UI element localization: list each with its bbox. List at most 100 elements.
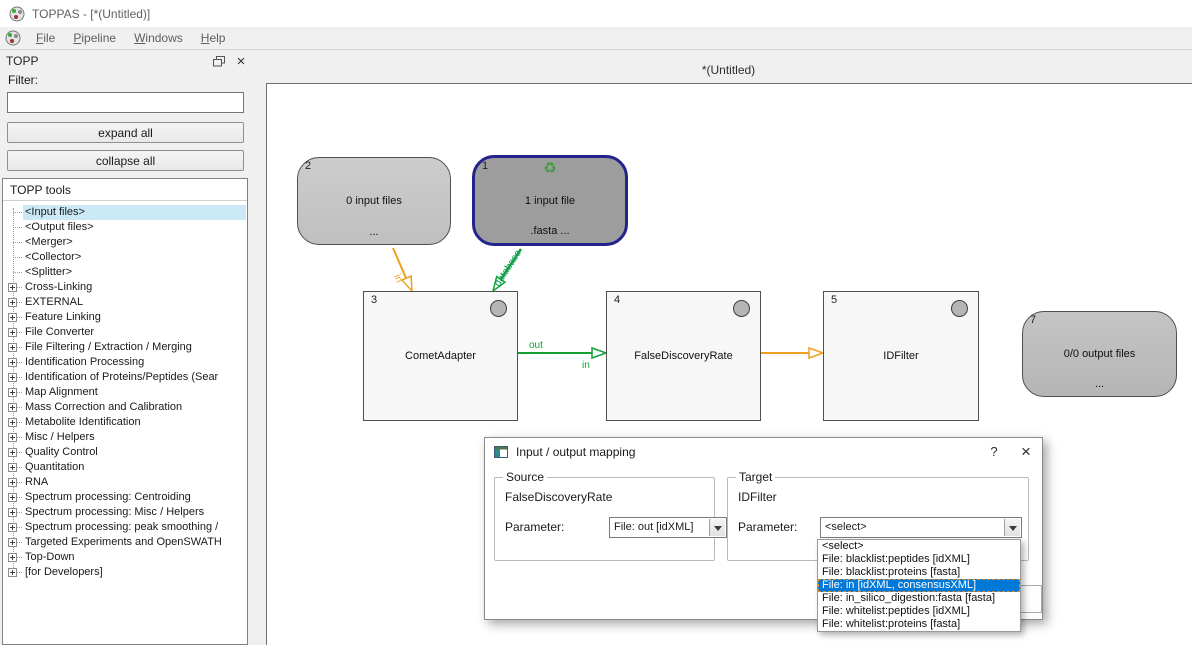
tree-item[interactable]: <Output files> bbox=[3, 220, 247, 235]
node-cometadapter[interactable]: 3 CometAdapter bbox=[363, 291, 518, 421]
close-panel-button[interactable]: × bbox=[236, 52, 246, 70]
node-idfilter[interactable]: 5 IDFilter bbox=[823, 291, 979, 421]
tree-item[interactable]: <Merger> bbox=[3, 235, 247, 250]
expand-plus-icon[interactable] bbox=[8, 418, 17, 427]
tree-item[interactable]: RNA bbox=[3, 475, 247, 490]
expand-plus-icon[interactable] bbox=[8, 493, 17, 502]
tree-item[interactable]: Spectrum processing: Centroiding bbox=[3, 490, 247, 505]
collapse-all-button[interactable]: collapse all bbox=[7, 150, 244, 171]
tree-item[interactable]: Quantitation bbox=[3, 460, 247, 475]
tree-item[interactable]: Quality Control bbox=[3, 445, 247, 460]
edge-fasta-to-comet[interactable]: database bbox=[489, 248, 524, 294]
dialog-close-icon[interactable]: × bbox=[1021, 441, 1031, 461]
node-status-indicator bbox=[733, 300, 750, 317]
tree-item[interactable]: Map Alignment bbox=[3, 385, 247, 400]
expand-plus-icon[interactable] bbox=[8, 553, 17, 562]
node-output-files-7[interactable]: 7 0/0 output files ... bbox=[1022, 311, 1177, 397]
expand-plus-icon[interactable] bbox=[8, 388, 17, 397]
expand-plus-icon[interactable] bbox=[8, 508, 17, 517]
tree-item[interactable]: Identification Processing bbox=[3, 355, 247, 370]
expand-plus-icon[interactable] bbox=[8, 358, 17, 367]
tree-item[interactable]: Top-Down bbox=[3, 550, 247, 565]
expand-plus-icon[interactable] bbox=[8, 328, 17, 337]
expand-all-button[interactable]: expand all bbox=[7, 122, 244, 143]
tree-item-label: Spectrum processing: peak smoothing / bbox=[25, 521, 219, 533]
expand-plus-icon[interactable] bbox=[8, 403, 17, 412]
edge-fdr-to-idfilter[interactable] bbox=[761, 346, 826, 360]
menu-item[interactable]: Pipeline bbox=[73, 31, 117, 45]
float-icon bbox=[213, 55, 225, 66]
tree-item[interactable]: Identification of Proteins/Peptides (Sea… bbox=[3, 370, 247, 385]
tree-item-label: Spectrum processing: Centroiding bbox=[25, 491, 191, 503]
tree-item[interactable]: File Filtering / Extraction / Merging bbox=[3, 340, 247, 355]
tree-item[interactable]: <Collector> bbox=[3, 250, 247, 265]
expand-plus-icon[interactable] bbox=[8, 523, 17, 532]
target-parameter-label: Parameter: bbox=[738, 520, 798, 534]
tree-item-label: File Filtering / Extraction / Merging bbox=[25, 341, 192, 353]
expand-plus-icon[interactable] bbox=[8, 343, 17, 352]
tree-item[interactable]: [for Developers] bbox=[3, 565, 247, 580]
dialog-titlebar[interactable]: Input / output mapping ? × bbox=[485, 438, 1042, 465]
float-panel-button[interactable] bbox=[208, 52, 230, 70]
tree-item-label: File Converter bbox=[25, 326, 95, 338]
child-window-icon[interactable] bbox=[5, 30, 21, 46]
expand-plus-icon[interactable] bbox=[8, 478, 17, 487]
tree-item[interactable]: Misc / Helpers bbox=[3, 430, 247, 445]
node-number: 4 bbox=[614, 294, 621, 306]
tree-item[interactable]: File Converter bbox=[3, 325, 247, 340]
dropdown-option[interactable]: File: whitelist:peptides [idXML] bbox=[822, 605, 970, 617]
edge-input2-to-comet[interactable]: in bbox=[391, 247, 416, 294]
svg-text:in: in bbox=[582, 360, 590, 371]
dropdown-option[interactable]: File: blacklist:peptides [idXML] bbox=[822, 553, 970, 565]
dropdown-option[interactable]: File: in [idXML, consensusXML] bbox=[818, 579, 1020, 592]
target-parameter-value: <select> bbox=[825, 521, 867, 533]
dropdown-option[interactable]: File: in_silico_digestion:fasta [fasta] bbox=[822, 592, 996, 604]
tree-item[interactable]: Metabolite Identification bbox=[3, 415, 247, 430]
tree-item[interactable]: Targeted Experiments and OpenSWATH bbox=[3, 535, 247, 550]
svg-text:out: out bbox=[529, 340, 543, 351]
menu-item[interactable]: Windows bbox=[134, 31, 183, 45]
pipeline-window-titlebar[interactable]: *(Untitled) bbox=[265, 58, 1192, 82]
node-label: IDFilter bbox=[883, 350, 919, 362]
source-tool-name: FalseDiscoveryRate bbox=[505, 490, 613, 504]
expand-plus-icon[interactable] bbox=[8, 373, 17, 382]
tree-item[interactable]: Feature Linking bbox=[3, 310, 247, 325]
chevron-down-icon[interactable] bbox=[709, 519, 725, 536]
target-parameter-combobox[interactable]: <select> bbox=[820, 517, 1022, 538]
dock-panel-header: TOPP × bbox=[0, 51, 252, 71]
expand-plus-icon[interactable] bbox=[8, 313, 17, 322]
tree-item[interactable]: Spectrum processing: Misc / Helpers bbox=[3, 505, 247, 520]
tree-item[interactable]: <Input files> bbox=[3, 205, 247, 220]
node-input-files-2[interactable]: 2 0 input files ... bbox=[297, 157, 451, 245]
node-falsediscoveryrate[interactable]: 4 FalseDiscoveryRate bbox=[606, 291, 761, 421]
menu-item[interactable]: Help bbox=[200, 31, 226, 45]
expand-plus-icon[interactable] bbox=[8, 433, 17, 442]
dropdown-option[interactable]: File: blacklist:proteins [fasta] bbox=[822, 566, 961, 578]
menu-item[interactable]: File bbox=[36, 31, 56, 45]
tree-item[interactable]: EXTERNAL bbox=[3, 295, 247, 310]
tree-item[interactable]: Cross-Linking bbox=[3, 280, 247, 295]
toppas-app-icon bbox=[9, 6, 25, 21]
dropdown-option[interactable]: <select> bbox=[822, 540, 864, 552]
tree-item[interactable]: Mass Correction and Calibration bbox=[3, 400, 247, 415]
tree-item-label: <Output files> bbox=[25, 221, 94, 233]
edge-comet-to-fdr[interactable]: out in bbox=[518, 340, 609, 371]
tree-item-label: Targeted Experiments and OpenSWATH bbox=[25, 536, 222, 548]
node-input-file-1-selected[interactable]: 1 ♻ 1 input file .fasta ... bbox=[472, 155, 628, 246]
expand-plus-icon[interactable] bbox=[8, 448, 17, 457]
expand-plus-icon[interactable] bbox=[8, 283, 17, 292]
expand-plus-icon[interactable] bbox=[8, 568, 17, 577]
tree-item[interactable]: Spectrum processing: peak smoothing / bbox=[3, 520, 247, 535]
filter-input[interactable] bbox=[7, 92, 244, 113]
tree-item-label: <Input files> bbox=[23, 205, 246, 220]
chevron-down-icon[interactable] bbox=[1004, 519, 1020, 536]
tree-item-label: <Collector> bbox=[25, 251, 82, 263]
tree-item[interactable]: <Splitter> bbox=[3, 265, 247, 280]
expand-plus-icon[interactable] bbox=[8, 463, 17, 472]
expand-plus-icon[interactable] bbox=[8, 298, 17, 307]
dialog-help-button[interactable]: ? bbox=[990, 444, 998, 459]
dropdown-option[interactable]: File: whitelist:proteins [fasta] bbox=[822, 618, 961, 630]
source-parameter-combobox[interactable]: File: out [idXML] bbox=[609, 517, 727, 538]
target-group-label: Target bbox=[736, 470, 776, 484]
expand-plus-icon[interactable] bbox=[8, 538, 17, 547]
